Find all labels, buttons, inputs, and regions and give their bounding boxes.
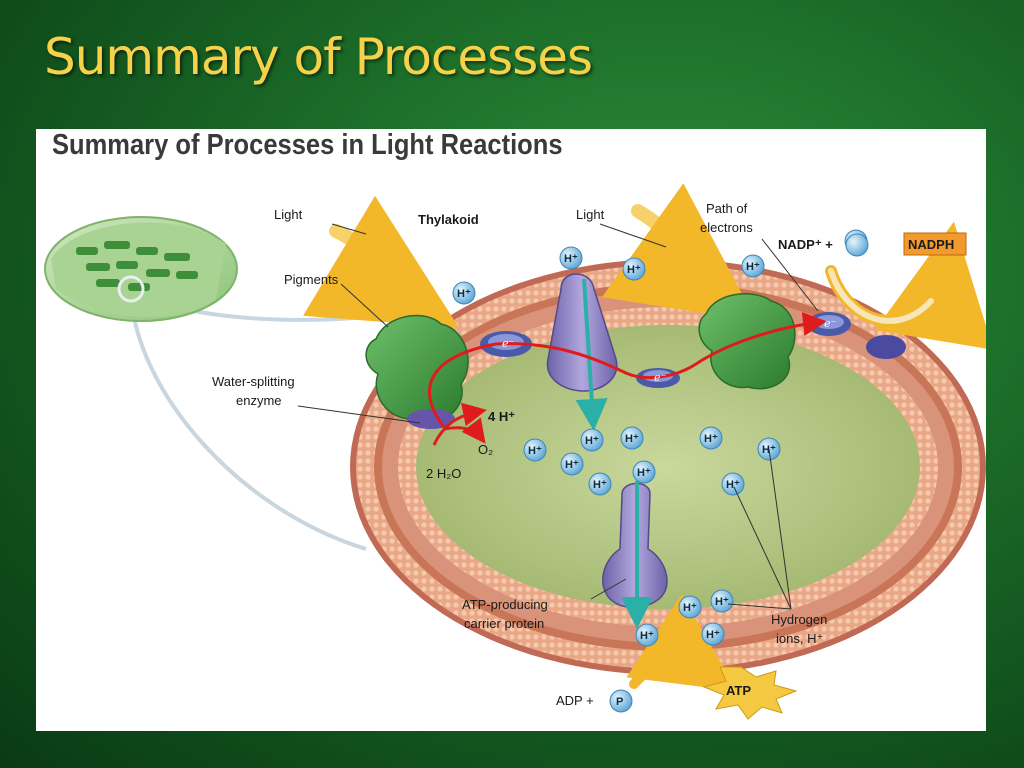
pigments-label: Pigments <box>284 272 339 287</box>
water-split-arrow <box>432 402 487 446</box>
leader-lines <box>297 223 819 610</box>
hydrogen-ion: H⁺ <box>620 426 644 450</box>
four-h-label: 4 H⁺ <box>488 409 515 424</box>
photosystem-i <box>698 293 796 390</box>
adp-plus-label: ADP + <box>556 693 594 708</box>
hydrogen-ion: H⁺ <box>559 246 583 270</box>
hydrogen-ion: H⁺ <box>588 472 612 496</box>
svg-text:H⁺: H⁺ <box>528 445 542 457</box>
svg-text:H⁺: H⁺ <box>706 629 720 641</box>
hydrogen-ion: H⁺ <box>710 589 734 613</box>
thylakoid-membrane <box>350 259 986 675</box>
nadp-plus-label: NADP⁺ + <box>778 237 833 252</box>
atp-arrow <box>626 594 738 692</box>
hydrogen-ion: H⁺ <box>523 438 547 462</box>
svg-text:H⁺: H⁺ <box>565 459 579 471</box>
svg-text:H⁺: H⁺ <box>637 467 651 479</box>
light-label-right: Light <box>576 207 605 222</box>
oxygen-arrow <box>443 417 486 444</box>
svg-text:H⁺: H⁺ <box>746 261 760 273</box>
two-h2o-label: 2 H₂O <box>426 466 461 481</box>
hydrogen-ion: H⁺ <box>580 428 604 452</box>
svg-text:H⁺: H⁺ <box>564 253 578 265</box>
svg-text:H⁺: H⁺ <box>704 433 718 445</box>
electron-path-arrow <box>428 312 827 428</box>
svg-text:H⁺: H⁺ <box>585 435 599 447</box>
atp-label: ATP <box>726 683 751 698</box>
svg-text:H⁺: H⁺ <box>593 479 607 491</box>
svg-text:e⁻: e⁻ <box>502 337 515 350</box>
phosphate-circle <box>609 689 633 713</box>
svg-text:e⁻: e⁻ <box>654 371 667 384</box>
svg-text:H⁺: H⁺ <box>457 288 471 300</box>
figure-panel: Summary of Processes in Light Reactions <box>36 129 986 731</box>
hydrogen-ion: H⁺ <box>632 460 656 484</box>
hydrogen-ion-nadp <box>845 233 869 257</box>
svg-text:H⁺: H⁺ <box>715 596 729 608</box>
svg-text:H⁺: H⁺ <box>625 433 639 445</box>
hydrogen-ion: H⁺ <box>452 281 476 305</box>
hydrogen-ion: H⁺ <box>699 426 723 450</box>
hydrogen-ion: H⁺ <box>678 595 702 619</box>
chloroplast-illustration <box>44 216 367 551</box>
atp-protein-label-line1: ATP-producing <box>462 597 548 612</box>
svg-text:H⁺: H⁺ <box>726 479 740 491</box>
hydrogen-ion: H⁺ <box>560 452 584 476</box>
electron-label: e⁻ <box>502 337 515 350</box>
water-splitting-label-line1: Water-splitting <box>212 374 295 389</box>
hydrogen-ion: H⁺ <box>701 622 725 646</box>
light-arrow-right <box>601 183 757 322</box>
atp-protein-label-line2: carrier protein <box>464 616 544 631</box>
atp-starburst <box>702 666 798 720</box>
water-splitting-label-line2: enzyme <box>236 393 282 408</box>
o2-label: O₂ <box>478 442 493 457</box>
hydrogen-ions-label-line2: ions, H⁺ <box>776 631 823 646</box>
svg-text:e⁻: e⁻ <box>824 317 837 330</box>
hydrogen-ion: H⁺ <box>635 623 659 647</box>
thylakoid-label: Thylakoid <box>418 212 479 227</box>
path-of-electrons-label-line1: Path of <box>706 201 748 216</box>
svg-text:H⁺: H⁺ <box>640 630 654 642</box>
svg-text:H⁺: H⁺ <box>627 264 641 276</box>
photosystem-ii <box>365 314 469 429</box>
light-arrow-left <box>302 195 459 328</box>
nadph-box <box>903 232 967 256</box>
light-reactions-diagram: e⁻ e⁻ e⁻ H⁺ H⁺ H⁺ H⁺ H⁺ H⁺ H⁺ H⁺ H⁺ H⁺ H… <box>44 183 986 720</box>
hydrogen-ion: H⁺ <box>741 254 765 278</box>
phosphate-label: P <box>616 696 623 708</box>
hydrogen-ion: H⁺ <box>721 472 745 496</box>
path-of-electrons-label-line2: electrons <box>700 220 753 235</box>
hydrogen-ion: H⁺ <box>622 257 646 281</box>
figure-title: Summary of Processes in Light Reactions <box>52 129 563 161</box>
slide-title: Summary of Processes <box>44 28 593 86</box>
light-label-left: Light <box>274 207 303 222</box>
electron-label: e⁻ <box>654 371 667 384</box>
electron-label: e⁻ <box>824 317 837 330</box>
hydrogen-ions: H⁺ H⁺ H⁺ H⁺ H⁺ H⁺ H⁺ H⁺ H⁺ H⁺ H⁺ H⁺ H⁺ H… <box>452 229 868 647</box>
svg-text:H⁺: H⁺ <box>683 602 697 614</box>
nadph-label: NADPH <box>908 237 954 252</box>
hydrogen-ions-label-line1: Hydrogen <box>771 612 827 627</box>
